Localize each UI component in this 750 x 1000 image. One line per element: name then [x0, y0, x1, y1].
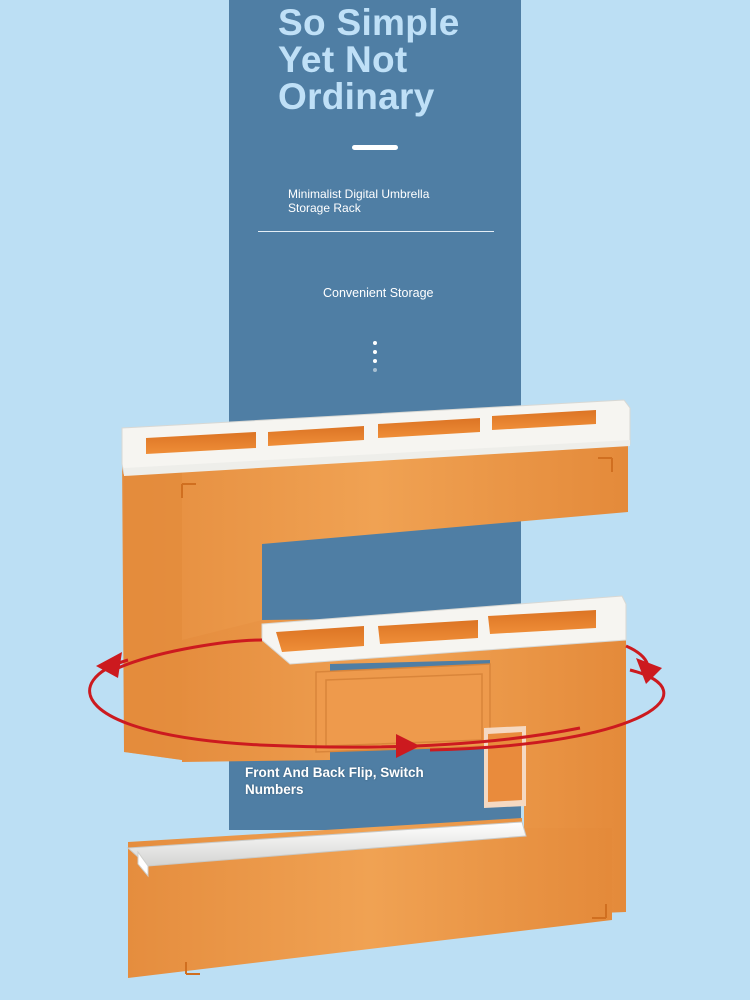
caption-line-2: Numbers [245, 782, 304, 797]
section-divider [258, 231, 494, 232]
flip-caption: Front And Back Flip, Switch Numbers [245, 764, 475, 798]
top-bar [122, 426, 628, 760]
feature-label: Convenient Storage [323, 286, 434, 300]
subtitle-line-1: Minimalist Digital Umbrella [288, 187, 430, 201]
headline-line-2: Yet Not [278, 39, 408, 80]
top-cell [268, 426, 364, 446]
headline-line-3: Ordinary [278, 76, 435, 117]
title-divider-dash [352, 145, 398, 150]
headline: So Simple Yet Not Ordinary [278, 4, 538, 115]
subtitle-line-2: Storage Rack [288, 201, 361, 215]
top-cell [492, 410, 596, 430]
top-cell [378, 418, 480, 438]
product-subtitle: Minimalist Digital Umbrella Storage Rack [288, 187, 488, 215]
headline-line-1: So Simple [278, 2, 460, 43]
scroll-dots-icon [372, 341, 378, 377]
rotate-arrows-icon [88, 638, 666, 758]
top-cell [146, 432, 256, 454]
middle-cell [488, 610, 596, 634]
middle-cell [378, 620, 478, 644]
middle-bar [182, 616, 626, 916]
middle-cell [276, 626, 364, 652]
caption-line-1: Front And Back Flip, Switch [245, 765, 424, 780]
